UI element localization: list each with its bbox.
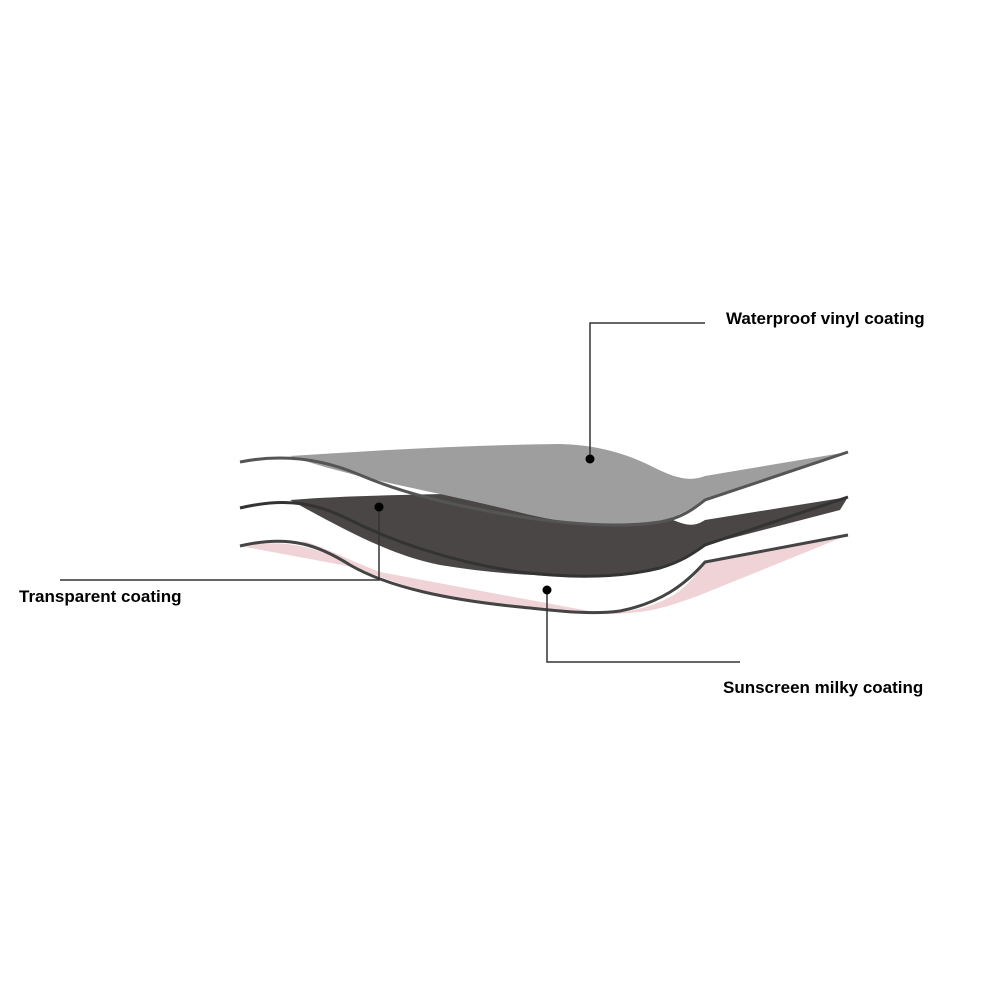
leader-line-sunscreen	[546, 590, 740, 663]
label-sunscreen-milky-coating: Sunscreen milky coating	[723, 678, 924, 697]
sunscreen-milky-layer-fill	[300, 535, 848, 615]
sunscreen-milky-layer-edge	[239, 533, 849, 615]
marker-dot-sunscreen	[542, 585, 552, 595]
label-waterproof-vinyl-coating: Waterproof vinyl coating	[726, 309, 925, 328]
waterproof-vinyl-layer	[290, 444, 848, 527]
leader-line-transparent	[60, 507, 380, 581]
marker-dot-waterproof	[585, 454, 595, 464]
transparent-layer-edge	[239, 495, 849, 578]
marker-dot-transparent	[374, 502, 384, 512]
leader-line-waterproof	[589, 322, 705, 459]
transparent-layer	[290, 492, 848, 577]
waterproof-vinyl-layer-edge	[239, 450, 849, 527]
label-transparent-coating: Transparent coating	[19, 587, 182, 606]
